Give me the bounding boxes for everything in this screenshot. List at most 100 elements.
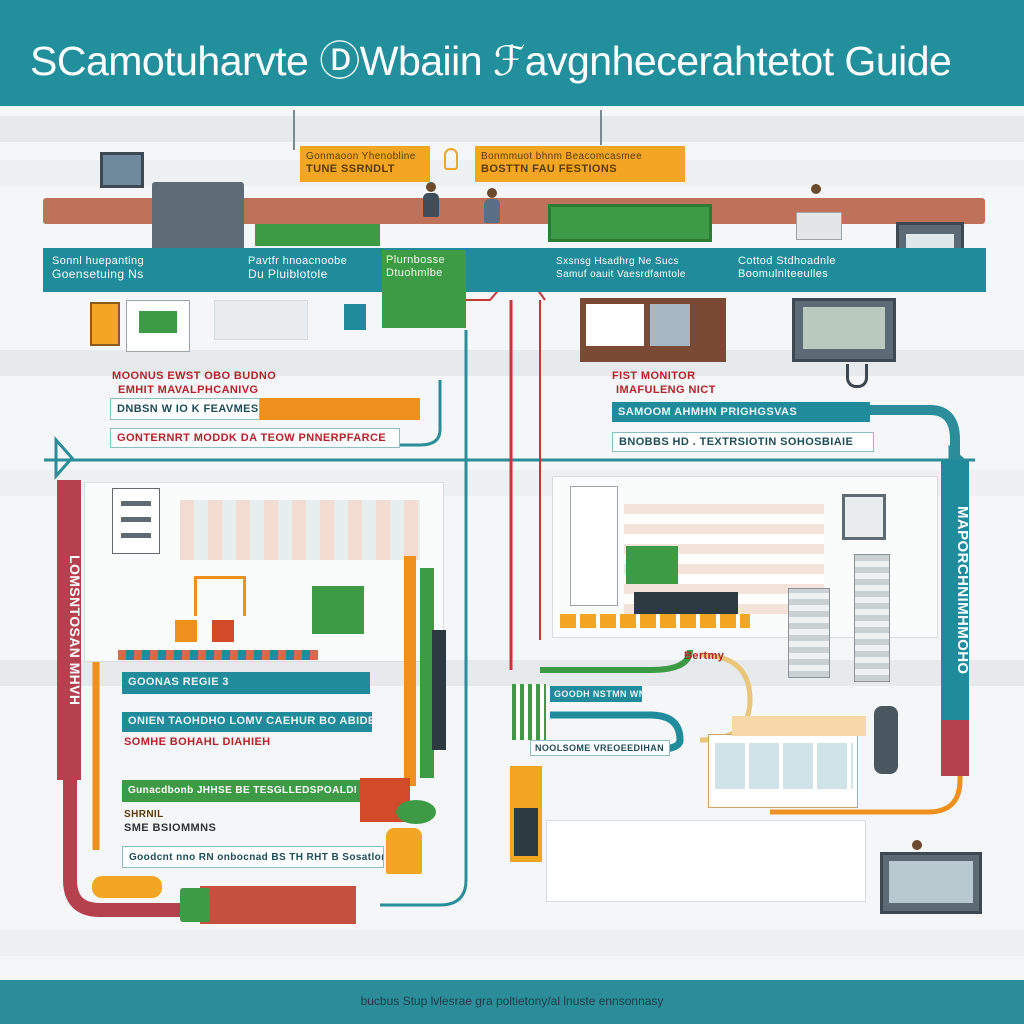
green-circuit-board: [548, 204, 712, 242]
laptop-icon: [126, 300, 190, 352]
left-bar-2: GONTERNRT MODDK DA TEOW PNNERPFARCE: [110, 428, 400, 448]
document-line: [121, 517, 151, 522]
left-teal-connector: [120, 380, 442, 447]
right-bar-1: SAMOOM AHMHN PRIGHGSVAS: [612, 402, 870, 422]
green-bin: [180, 888, 210, 922]
label-line1: Pavtfr hnoacnoobe: [248, 255, 348, 267]
board-screen: [650, 304, 690, 346]
lower-left-label-7: Goodcnt nno RN onbocnad BS TH RHT B Sosa…: [122, 846, 384, 868]
orange-frame: [194, 576, 246, 616]
left-arrow-icon: [54, 436, 75, 480]
left-vertical-label: LOMSNTOSAN MHVH: [67, 554, 81, 706]
whiteboard-icon: [580, 298, 726, 362]
plant-icon: [396, 800, 436, 824]
label-line1: Sonnl huepanting: [52, 255, 145, 267]
label-line1: Plurnbosse: [386, 254, 446, 266]
label-line2: Samuf oauit Vaesrdfamtole: [556, 269, 686, 280]
dark-vertical-bar: [432, 630, 446, 750]
right-bar-2: BNOBBS HD . TEXTRSIOTIN SOHOSBIAIE: [612, 432, 874, 452]
monitor-icon: [100, 152, 144, 188]
person-icon: [426, 182, 436, 192]
orange-device: [90, 302, 120, 346]
equipment-rack: [214, 300, 308, 340]
center-teal-pipe: [380, 330, 468, 907]
callout-line1: Gonmaoon Yhenobline: [306, 151, 416, 162]
page-title: SCamotuharvte ⒹWbaiin ℱavgnhecerahtetot …: [30, 38, 952, 84]
yellow-figure: [386, 828, 422, 874]
monitor-display: [803, 307, 885, 349]
callout-line2: TUNE SSRNDLT: [306, 163, 395, 175]
left-bar-1-label: DNBSN W IO K FEAVMES: [110, 398, 260, 420]
teal-label-2: Pavtfr hnoacnoobe Du Pluiblotole: [248, 255, 378, 281]
right-vertical-base: [941, 720, 969, 776]
teal-label-4: Sxsnsg Hsadhrg Ne Sucs Samuf oauit Vaesr…: [556, 255, 706, 281]
tablet-icon: [880, 852, 982, 914]
right-vertical-bar: [941, 460, 969, 720]
server-rack: [788, 588, 830, 678]
top-callout-1: Gonmaoon Yhenobline TUNE SSRNDLT: [300, 146, 430, 182]
lower-left-label-3: SOMHE BOHAHL DIAHIEH: [124, 736, 271, 748]
label-line2: Dtuohmlbe: [386, 267, 443, 279]
lower-left-label-5: SHRNIL: [124, 809, 164, 820]
orange-square: [175, 620, 197, 642]
footer-caption: bucbus Stup lvlesrae gra poltietony/al l…: [360, 994, 664, 1008]
green-screen: [626, 546, 678, 584]
person-icon: [912, 840, 922, 850]
teal-row-bar: [43, 248, 986, 292]
document-line: [121, 501, 151, 506]
bench-strip: [560, 614, 750, 628]
label-line1: Cottod Stdhoadnle: [738, 255, 836, 267]
headset-icon: [846, 364, 868, 388]
green-vertical-bar: [420, 568, 434, 778]
person-icon: [811, 184, 821, 194]
pipe-bundle: [180, 500, 420, 560]
dark-console: [634, 592, 738, 618]
left-orange-bar: DNBSN W IO K FEAVMES: [110, 398, 420, 420]
lower-right-label-1: Bertmy: [684, 650, 725, 662]
document-icon: [112, 488, 160, 554]
bottom-red-block: [200, 886, 356, 924]
callout-line1: Bonmmuot bhnm Beacomcasmee: [481, 151, 643, 162]
cabinet-roof: [732, 716, 866, 736]
person-icon: [484, 199, 500, 223]
tool-cabinet: [796, 212, 842, 240]
right-document-icon: [570, 486, 618, 606]
right-vertical-label: MAPORCHNIMHMOHO: [954, 505, 969, 675]
tablet-display: [889, 861, 973, 903]
person-icon: [423, 193, 439, 217]
left-heading-1: MOONUS EWST OBO BUDNO: [112, 370, 277, 382]
lower-left-label-1: GOONAS REGIE 3: [122, 672, 370, 694]
lightbulb-icon: [444, 148, 458, 170]
top-callout-2: Bonmmuot bhnm Beacomcasmee BOSTTN FAU FE…: [475, 146, 685, 182]
document-line: [121, 533, 151, 538]
lower-left-label-2: ONIEN TAOHDHO LOMV CAEHUR BO ABIDEON: [122, 712, 372, 732]
right-orange-pipe: [770, 760, 963, 815]
large-monitor-icon: [792, 298, 896, 362]
control-cabinet: [708, 734, 858, 808]
cabinet-screen: [715, 743, 853, 789]
green-unit: [312, 586, 364, 634]
left-heading-2: EMHIT MAVALPHCANIVG: [118, 384, 259, 396]
dark-door: [514, 808, 538, 856]
left-bar-1-fill: [260, 398, 420, 420]
green-connector: [540, 649, 693, 673]
left-vertical-bar: [57, 480, 81, 780]
footer-bar: [0, 980, 1024, 1024]
orange-vertical-bar: [404, 556, 416, 786]
label-line2: Boomulnlteeulles: [738, 268, 829, 280]
person-seated-icon: [92, 876, 162, 898]
board-sheet: [586, 304, 644, 346]
floor-platform: [546, 820, 866, 902]
server-rack: [854, 554, 890, 682]
dark-column: [874, 706, 898, 774]
label-line1: Sxsnsg Hsadhrg Ne Sucs: [556, 256, 679, 267]
green-label-bar: [122, 780, 362, 802]
left-red-pipe: [63, 480, 180, 917]
green-panel: [255, 224, 380, 246]
frame-icon: [842, 494, 886, 540]
lower-right-label-2: GOODH NSTMN WNRTOMN: [550, 686, 642, 702]
schematic-base-strip: [118, 650, 318, 660]
lower-left-label-4: Gunacdbonb JHHSE BE TESGLLEDSPOALDME: [128, 785, 356, 796]
header-bar: [0, 0, 1024, 106]
teal-label-5: Cottod Stdhoadnle Boomulnlteeulles: [738, 255, 888, 281]
